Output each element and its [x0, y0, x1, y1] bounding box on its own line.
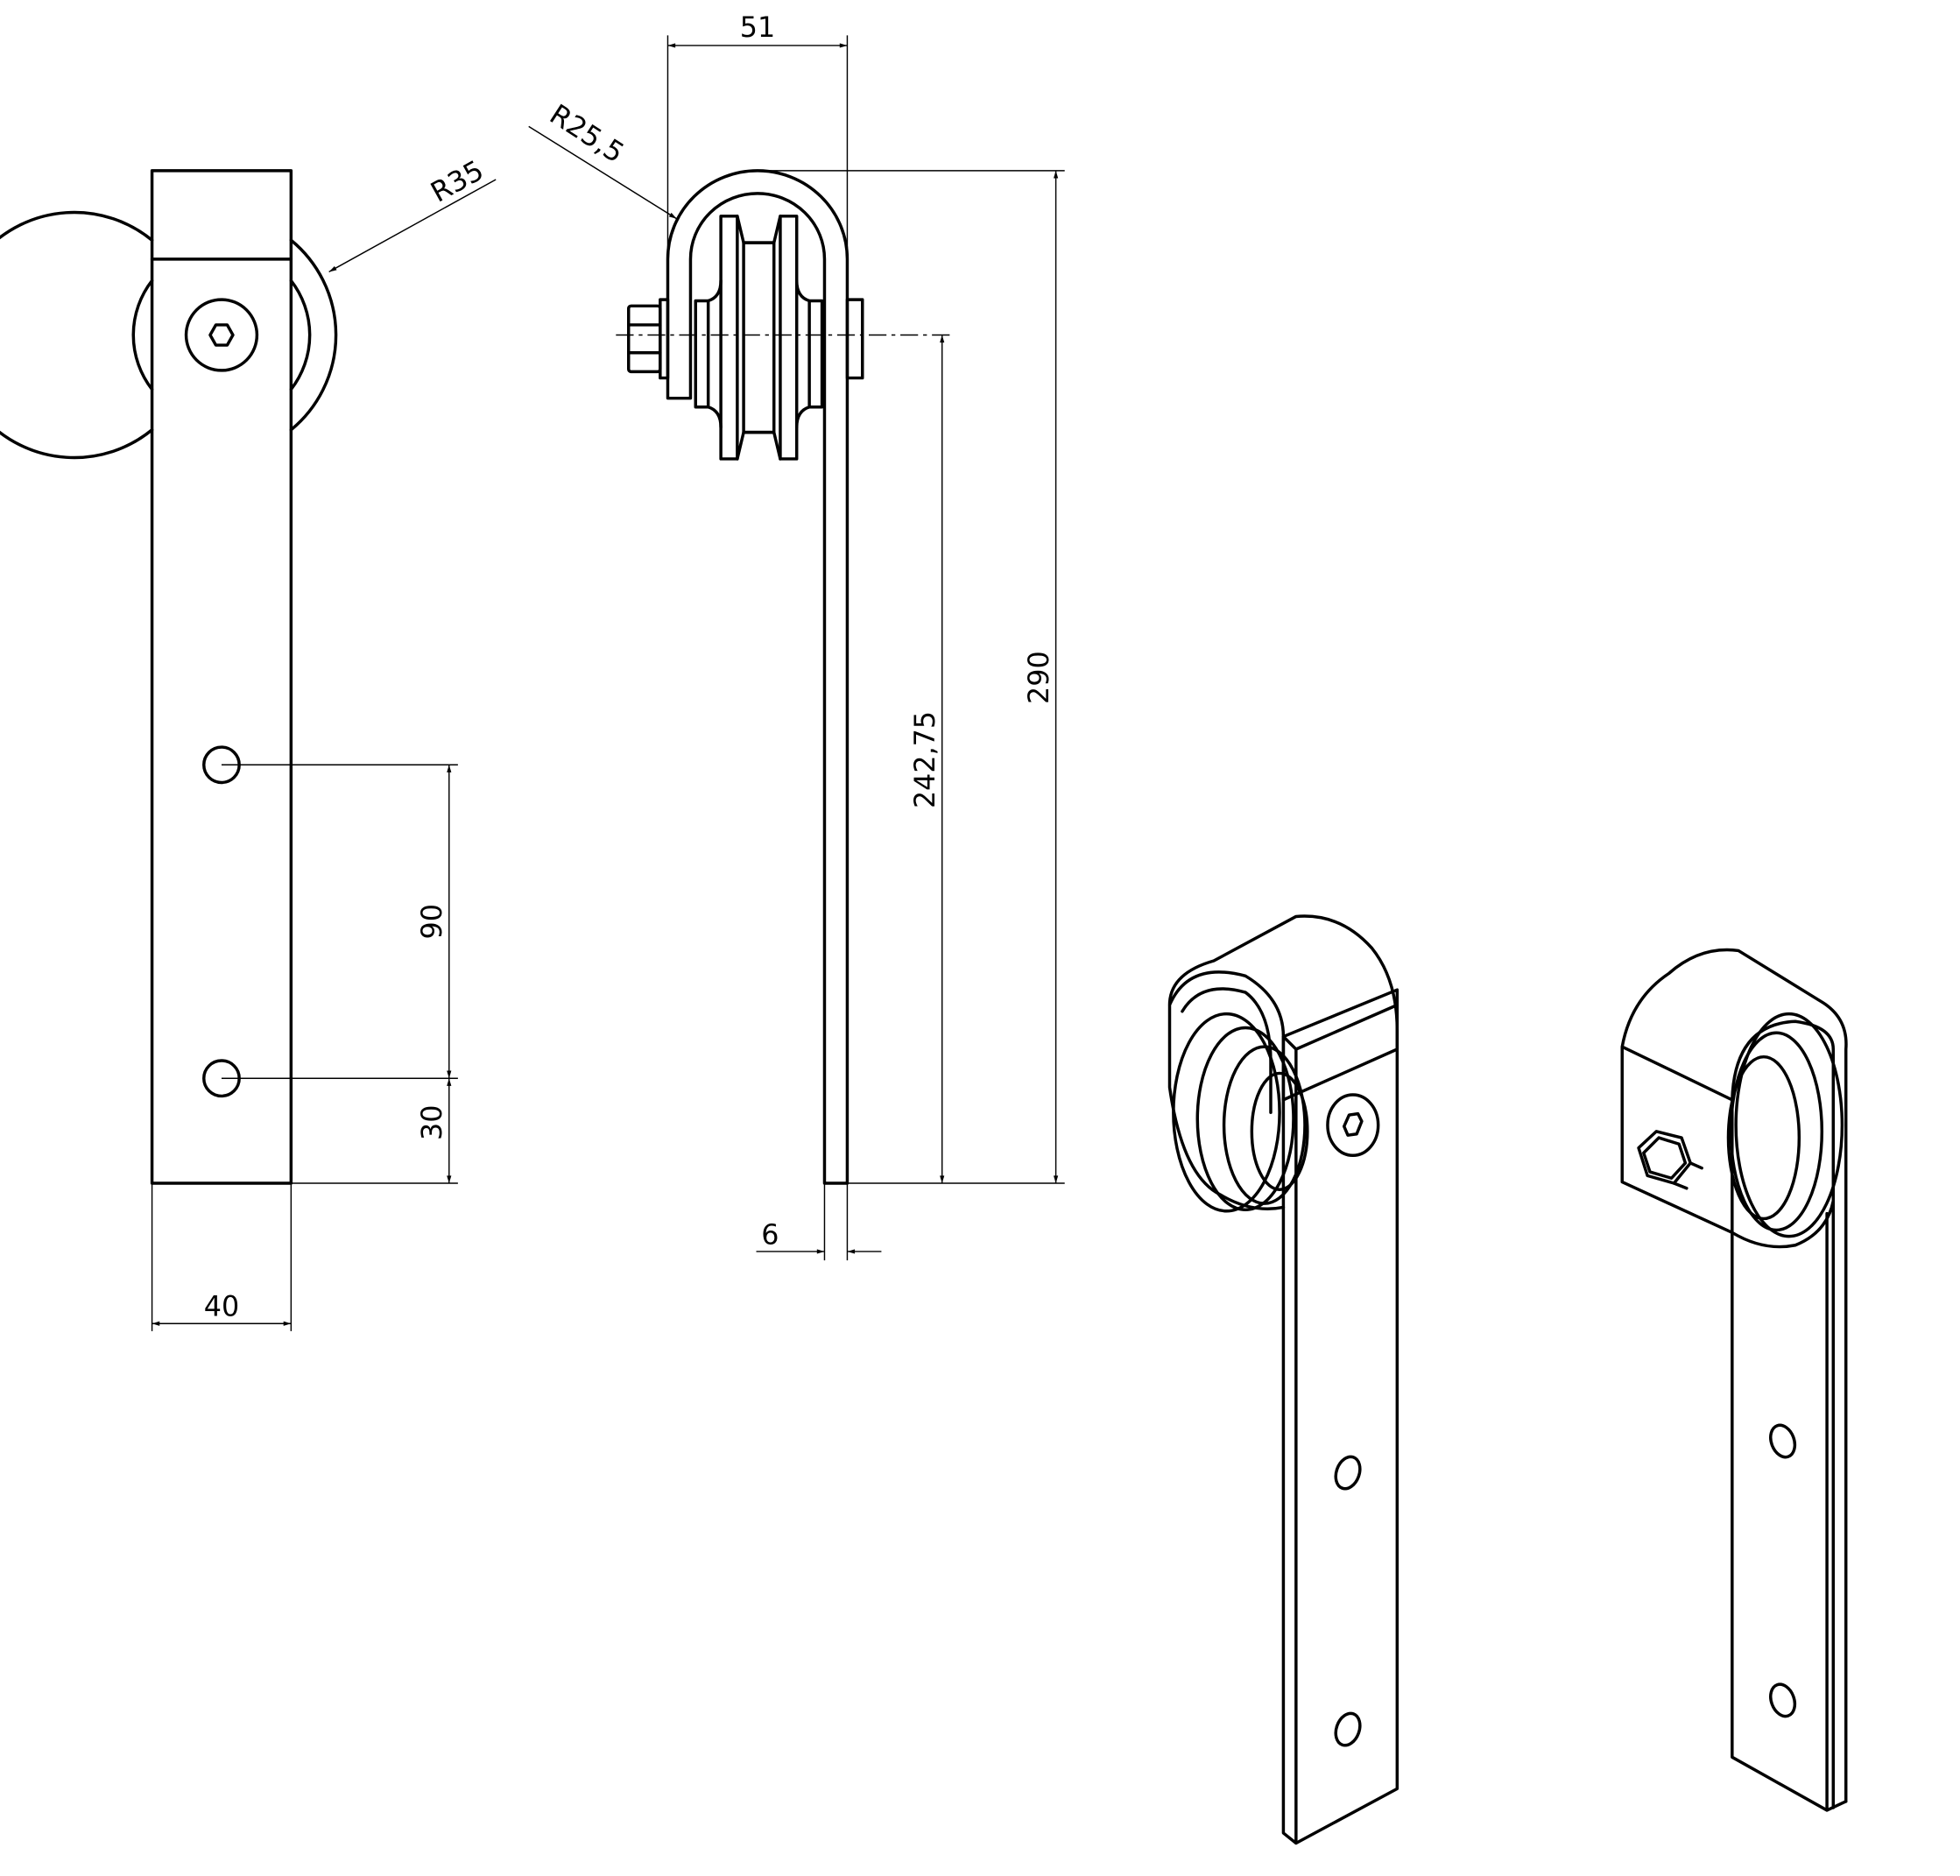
dimension-bend-radius: R25,5	[528, 99, 677, 220]
dimension-total-height: 290	[758, 170, 1065, 1184]
wheel-outer	[0, 210, 338, 460]
strap-iso	[1731, 1211, 1848, 1812]
dim-label-242-75: 242,75	[910, 711, 941, 808]
hood-iso	[1167, 914, 1399, 1210]
dimension-axle-height: 242,75	[910, 335, 945, 1184]
dim-label-6: 6	[761, 1219, 779, 1251]
isometric-view-right	[1620, 948, 1848, 1812]
dimension-wheel-radius: R35	[328, 155, 497, 272]
dim-label-90: 90	[417, 904, 448, 939]
mount-hole-upper-iso	[1334, 1455, 1362, 1491]
dimension-hole-spacing: 90 30	[221, 764, 458, 1184]
bolt-head-iso	[1326, 1093, 1380, 1157]
mount-hole-lower-iso	[1769, 1682, 1797, 1718]
wheel-iso	[1726, 1012, 1844, 1238]
strap-iso	[1281, 988, 1399, 1845]
strap	[150, 169, 293, 1185]
isometric-view-left	[1167, 914, 1399, 1845]
hood-iso	[1620, 948, 1848, 1809]
wheel-inner	[131, 279, 312, 391]
bolt-head	[184, 298, 259, 372]
dim-label-r25-5: R25,5	[544, 99, 629, 170]
hex-socket-icon	[1342, 1111, 1364, 1137]
wheel-iso	[1172, 1012, 1309, 1213]
dimension-top-width: 51	[666, 12, 849, 259]
dim-label-290: 290	[1024, 651, 1055, 704]
hex-socket-icon	[208, 323, 235, 347]
dim-label-51: 51	[740, 12, 775, 44]
dimension-strap-thickness: 6	[756, 1183, 882, 1261]
dim-label-30: 30	[417, 1105, 448, 1140]
wheel	[694, 215, 824, 461]
dim-label-40: 40	[204, 1292, 239, 1323]
dimension-strap-width: 40	[151, 1183, 293, 1331]
side-view: 51 R25,5 290 242,75 6	[528, 12, 1065, 1261]
front-view: 90 30 40 R35	[0, 155, 497, 1331]
mount-hole-upper-iso	[1769, 1423, 1797, 1459]
mount-hole-lower-iso	[1334, 1711, 1362, 1747]
hex-nut-icon	[1637, 1130, 1703, 1190]
bolt	[627, 298, 864, 380]
